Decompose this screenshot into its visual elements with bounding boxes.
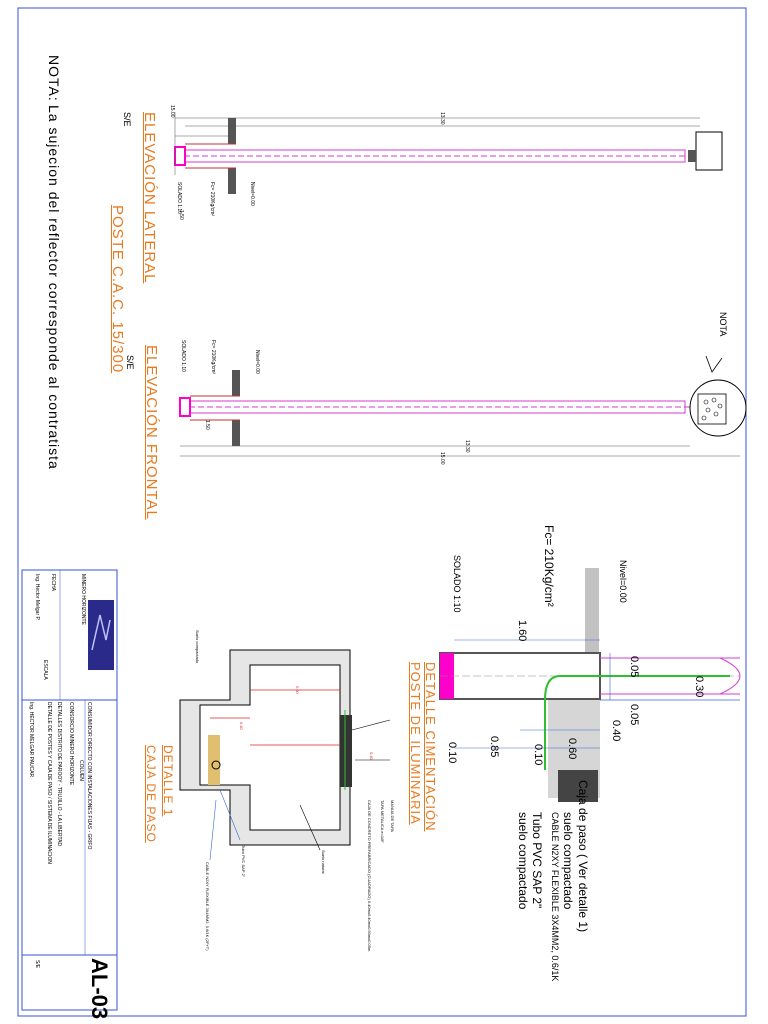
- lateral-scale: S/E: [122, 112, 132, 127]
- tb-engineer: Ing. Hector Melgar P.: [34, 574, 40, 621]
- frontal-title: ELEVACIÓN FRONTAL: [143, 345, 160, 520]
- frontal-nivel: Nivel=0.00: [254, 350, 260, 374]
- label-suelo-compactado-1: suelo compactado: [561, 812, 575, 910]
- tb-client: CONSORCIO MINERO HORIZONTE: [68, 702, 74, 786]
- dim-0-05a: 0.05: [628, 656, 640, 678]
- lateral-fc: Fc= 210Kg/cm²: [209, 182, 215, 217]
- frontal-fc: Fc= 210Kg/cm²: [210, 340, 216, 375]
- box-dim-0-40b: 0.40: [369, 752, 374, 760]
- tb-scale-val: S/E: [34, 960, 40, 969]
- tb-sheet-desc: DETALLES DISTRITO DE PAROOY - TRUJILLO -…: [56, 702, 62, 847]
- tb-scale-label: ESCALA: [42, 660, 48, 680]
- lateral-nivel: Nivel=0.00: [249, 182, 255, 206]
- tb-company: MINERO HORIZONTE: [80, 574, 86, 625]
- tb-date-label: FECHA: [50, 574, 56, 591]
- box-label-suelo-compactado: Suelo compactado: [195, 630, 200, 664]
- frontal-solado: SOLADO 1:10: [180, 340, 186, 372]
- box-label-suelo-natural: Suelo natural: [321, 850, 326, 874]
- box-subtitle: CAJA DE PASO: [144, 745, 158, 843]
- lateral-solado: SOLADO 1:10: [176, 182, 182, 214]
- lateral-title: ELEVACIÓN LATERAL: [141, 112, 158, 284]
- dim-0-30: 0.30: [693, 676, 705, 698]
- dim-0-85: 0.85: [488, 736, 500, 758]
- nota-text: La sujecion del reflector corresponde al…: [46, 105, 62, 470]
- tb-project2: COLUEN: [78, 760, 84, 781]
- box-label-cable: CABLE N2XY FLEXIBLE 3X4MM2, 0.6/1K (2F+T…: [205, 862, 210, 951]
- dim-0-10b: 0.10: [446, 742, 458, 764]
- title-block-frame: [21, 569, 118, 1011]
- foundation-title: DETALLE CIMENTACIÓN POSTE DE ILUMINARIA: [408, 662, 438, 832]
- frontal-scale: S/E: [125, 355, 135, 370]
- box-detail: [179, 649, 391, 861]
- lateral-dim-upper: 13.30: [439, 112, 445, 125]
- tb-drawn: Ing. HECTOR MELGAR PAUCAR: [28, 702, 34, 778]
- label-caja-paso: Caja de paso ( Ver detalle 1): [576, 780, 590, 933]
- label-cable: CABLE N2XY FLEXIBLE 3X4MM2, 0.6/1K: [550, 812, 560, 982]
- dim-0-60: 0.60: [566, 738, 578, 760]
- lateral-dim-total: 15.00: [169, 105, 175, 118]
- tb-project: CONSUMIDOR DIRECTO CON INSTALACIONES FIJ…: [86, 702, 92, 850]
- frontal-pole: [179, 355, 747, 457]
- box-label-caja: CAJA DE CONCRETO PREFABRICADO (CUADRADO)…: [367, 800, 372, 952]
- foundation-nivel: Nivel=0.00: [618, 560, 628, 603]
- label-suelo-compactado-2: suelo compactado: [516, 812, 530, 910]
- dim-0-10a: 0.10: [532, 744, 544, 766]
- nota-label: NOTA:: [46, 55, 62, 102]
- tb-sheet-desc2: DETALLE DE POSTES Y CAJA DE PASO / SISTE…: [46, 702, 52, 864]
- box-label-tapa: TAPA METALICA e=1/8": [380, 800, 385, 843]
- lateral-subtitle: POSTE C.A.C. 15/300: [109, 205, 126, 374]
- box-title: DETALLE 1: [161, 745, 175, 817]
- sheet-border: [17, 7, 747, 1017]
- nota-callout: NOTA: [718, 312, 728, 337]
- sheet-code: AL-03: [87, 958, 112, 1020]
- box-label-manija: MANIJA DE TAPA: [390, 800, 395, 833]
- frontal-dim-base: 1.50: [204, 420, 210, 430]
- lateral-pole: [174, 112, 723, 194]
- box-label-tubo: Tubo PVC SAP 2": [241, 845, 246, 878]
- label-tubo-pvc: Tubo PVC SAP 2": [530, 812, 544, 909]
- foundation-fc: Fc= 210Kg/cm²: [542, 525, 556, 607]
- foundation-detail: [439, 568, 741, 802]
- dim-0-40: 0.40: [610, 720, 622, 742]
- frontal-dim-total: 15.00: [439, 452, 445, 465]
- foundation-solado: SOLADO 1:10: [452, 555, 462, 613]
- dim-1-60: 1.60: [516, 620, 528, 642]
- company-logo: [88, 600, 114, 670]
- box-dim-0-60: 0.60: [295, 686, 300, 694]
- frontal-dim-upper: 13.30: [464, 440, 470, 453]
- dim-0-05b: 0.05: [628, 704, 640, 726]
- box-dim-0-40a: 0.40: [239, 722, 244, 730]
